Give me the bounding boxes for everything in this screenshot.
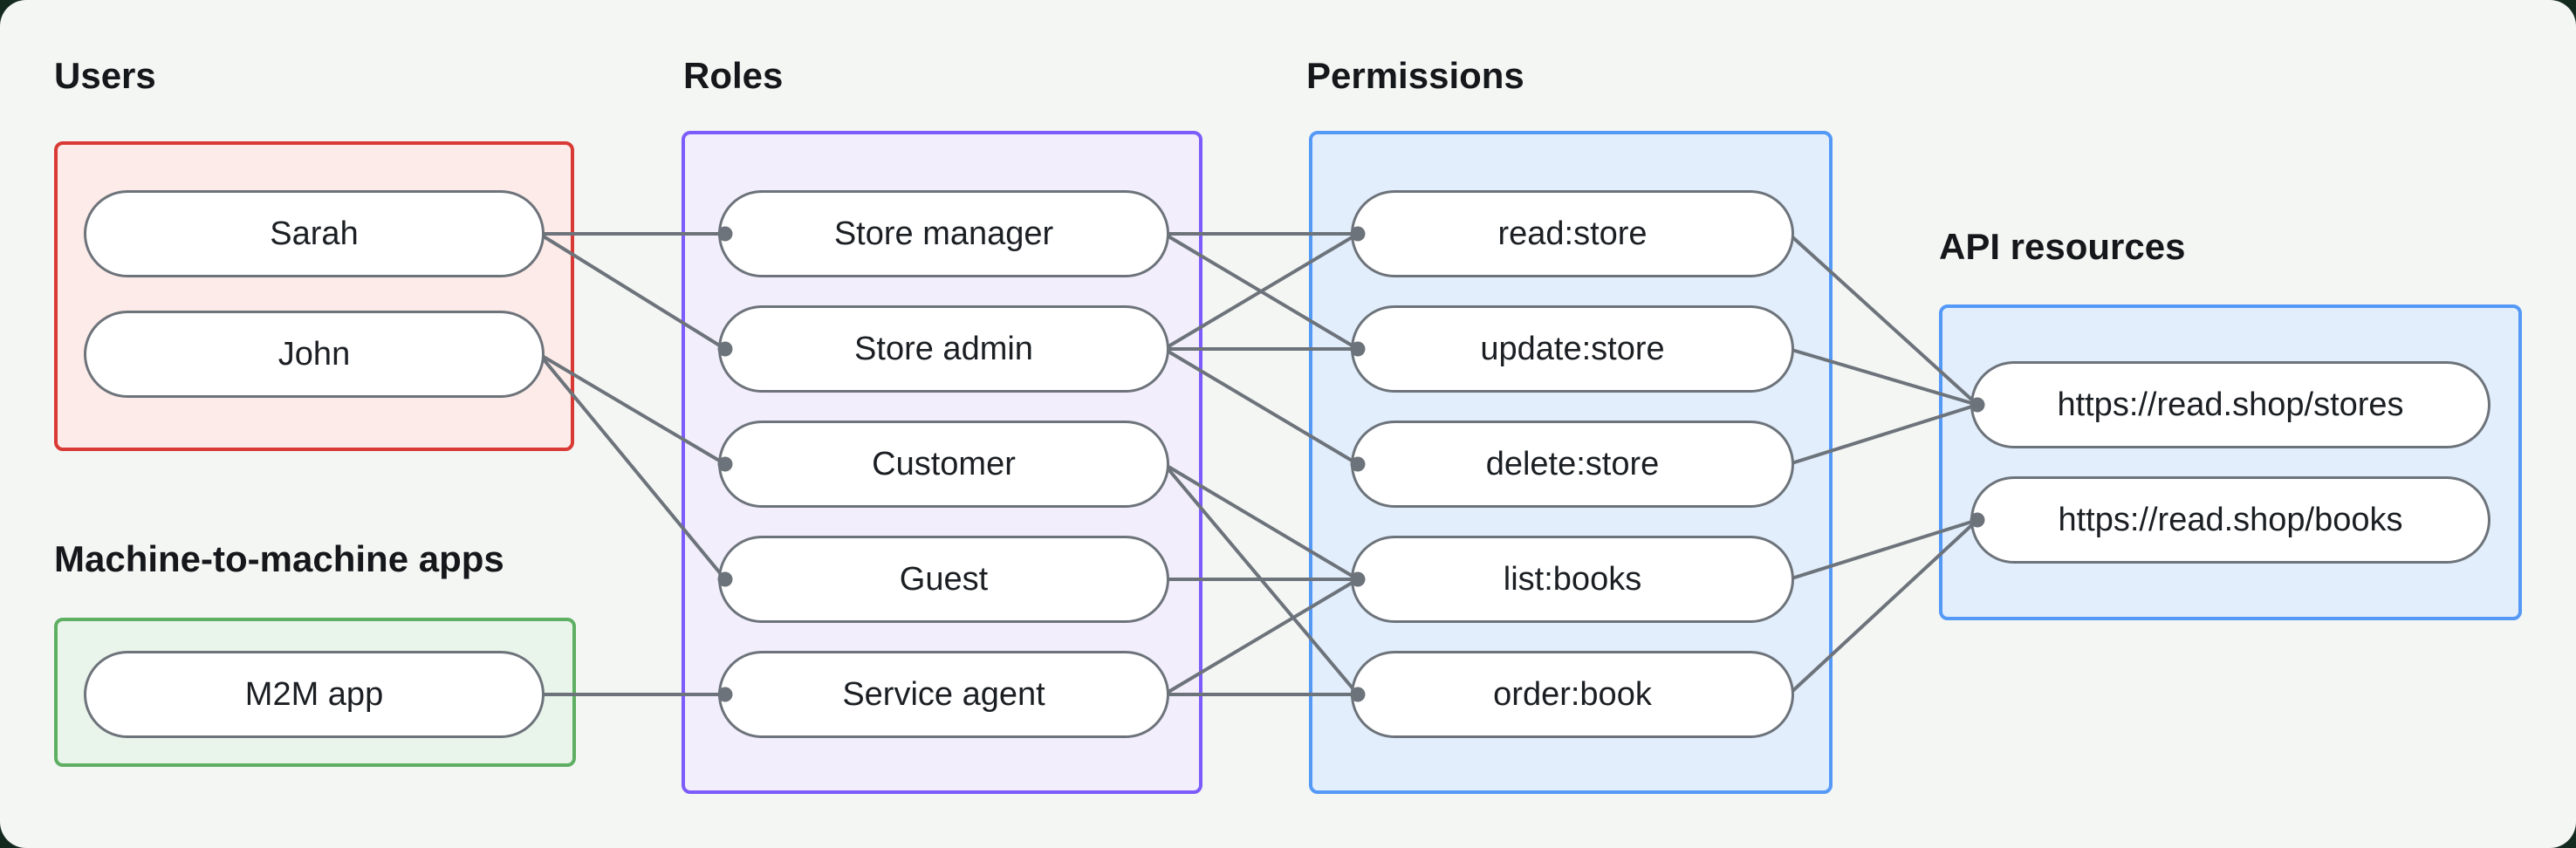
diagram-canvas: Users Machine-to-machine apps Roles Perm… <box>0 0 2576 848</box>
diagram-panel <box>0 0 2576 848</box>
